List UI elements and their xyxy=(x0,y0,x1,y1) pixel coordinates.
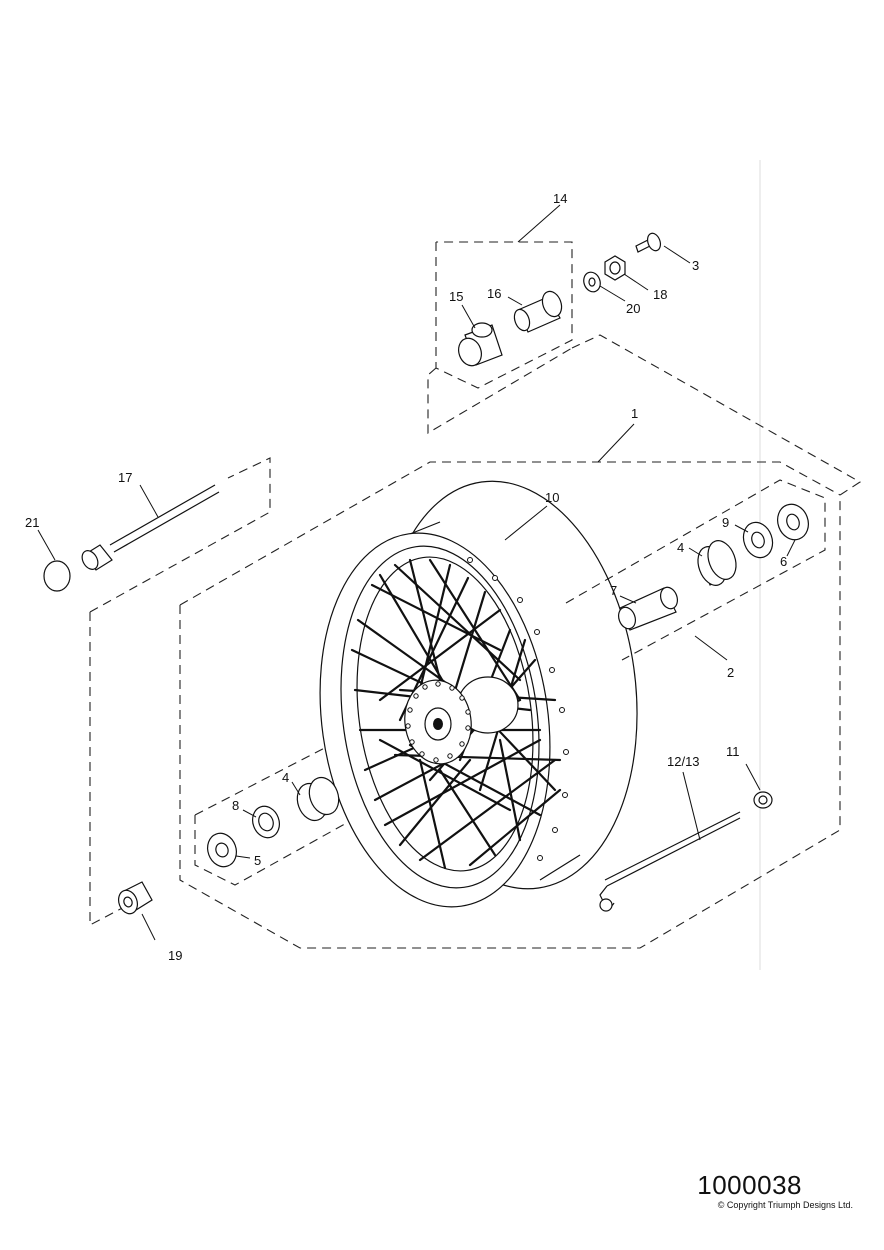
callout-4-left: 4 xyxy=(282,770,289,785)
group-outline-2 xyxy=(565,479,826,661)
bearing-4-right xyxy=(697,540,737,586)
wheel-hub xyxy=(404,676,519,765)
callout-8: 8 xyxy=(232,798,239,813)
spacer-16 xyxy=(513,290,563,333)
screw-3 xyxy=(635,232,662,253)
callout-12-13: 12/13 xyxy=(667,754,700,769)
bearing-4-left xyxy=(296,776,340,822)
spacer-5 xyxy=(207,832,237,868)
callout-7: 7 xyxy=(610,583,617,598)
callout-15: 15 xyxy=(449,289,463,304)
group-outline-1 xyxy=(179,334,862,949)
callout-11: 11 xyxy=(726,744,740,759)
callout-2: 2 xyxy=(727,665,734,680)
nut-11 xyxy=(753,791,773,809)
callout-6: 6 xyxy=(780,554,787,569)
spacer-19 xyxy=(117,881,153,915)
washer-20 xyxy=(583,271,601,293)
leader-lines xyxy=(37,204,796,941)
drawing-number: 1000038 xyxy=(697,1170,802,1200)
spacer-6 xyxy=(777,503,809,541)
group-outline-4-8-5 xyxy=(194,739,353,886)
callout-18: 18 xyxy=(653,287,667,302)
callout-19: 19 xyxy=(168,948,182,963)
cap-21 xyxy=(43,560,71,592)
copyright-notice: © Copyright Triumph Designs Ltd. xyxy=(717,1200,853,1210)
spacer-7 xyxy=(617,586,679,631)
group-outline-14 xyxy=(427,241,573,434)
axle-spindle xyxy=(599,811,741,912)
callout-21: 21 xyxy=(25,515,39,530)
circlip-8 xyxy=(252,805,280,839)
adjuster-15 xyxy=(458,322,503,367)
callout-10: 10 xyxy=(545,490,559,505)
callout-1: 1 xyxy=(631,406,638,421)
callout-4-right: 4 xyxy=(677,540,684,555)
callout-16: 16 xyxy=(487,286,501,301)
callout-labels: 1 2 3 4 4 5 6 7 8 9 10 11 12/13 14 15 16… xyxy=(25,191,787,963)
bolt-17 xyxy=(81,484,220,571)
nut-18 xyxy=(604,255,626,281)
circlip-9 xyxy=(742,521,774,559)
callout-17: 17 xyxy=(118,470,132,485)
callout-5: 5 xyxy=(254,853,261,868)
callout-20: 20 xyxy=(626,301,640,316)
callout-9: 9 xyxy=(722,515,729,530)
callout-14: 14 xyxy=(553,191,567,206)
callout-3: 3 xyxy=(692,258,699,273)
group-outline-17 xyxy=(89,457,271,926)
